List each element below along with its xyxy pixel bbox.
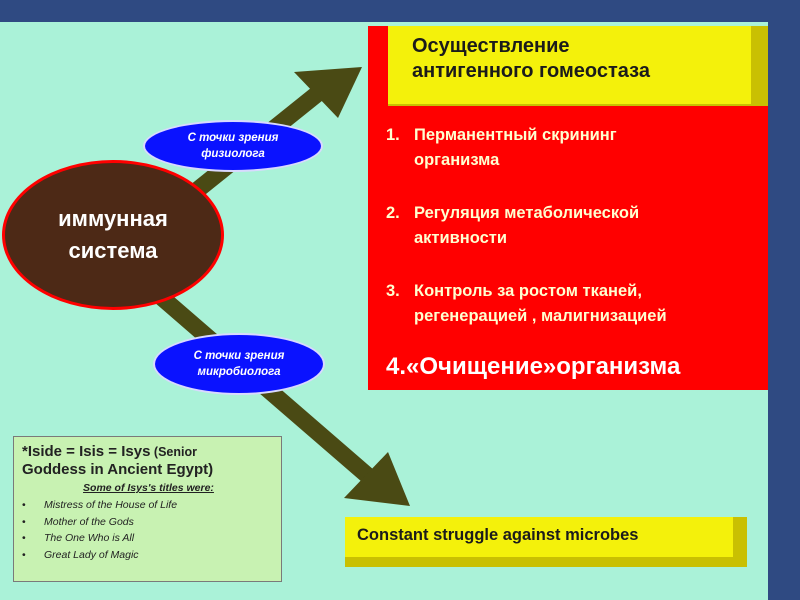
list-item-number: 3. [386, 282, 400, 300]
list-item-line: Перманентный скрининг [414, 126, 617, 144]
microbiologist-viewpoint-oval: С точки зрения микробиолога [153, 333, 325, 395]
isis-titles-list: Mistress of the House of Life Mother of … [22, 497, 275, 563]
immune-line: система [68, 238, 158, 263]
isis-note-box: *Iside = Isis = Isys (Senior Goddess in … [13, 436, 282, 582]
oval-line: микробиолога [197, 366, 281, 378]
oval-line: физиолога [201, 148, 265, 160]
list-item-number: 1. [386, 126, 400, 144]
oval-line: С точки зрения [187, 132, 279, 144]
list-item: The One Who is All [22, 530, 275, 547]
isis-subheading: Some of Isys's titles were: [83, 482, 214, 494]
list-item-line: регенерацией , малигнизацией [414, 307, 667, 325]
isis-heading-main: *Iside = Isis = Isys [22, 443, 151, 460]
isis-heading: *Iside = Isis = Isys (Senior Goddess in … [22, 443, 275, 479]
list-item-2: 2. Регуляция метаболической активности [386, 201, 639, 251]
immune-system-ellipse: иммунная система [2, 160, 224, 310]
microbes-struggle-box: Constant struggle against microbes [345, 517, 747, 567]
list-item-1: 1. Перманентный скрининг организма [386, 123, 617, 173]
list-item-line: Регуляция метаболической [414, 204, 640, 222]
list-item: Mistress of the House of Life [22, 497, 275, 514]
list-item-line: активности [414, 229, 508, 247]
list-item-3: 3. Контроль за ростом тканей, регенерацией… [386, 279, 667, 329]
title-box-face: Осуществление антигенного гомеостаза [388, 26, 751, 104]
list-item-line: Контроль за ростом тканей, [414, 282, 642, 300]
list-item-4: 4.«Очищение»организма [386, 353, 681, 380]
title-line-2: антигенного гомеостаза [412, 60, 650, 82]
microbes-struggle-text: Constant struggle against microbes [345, 517, 733, 557]
title-box: Осуществление антигенного гомеостаза [388, 26, 768, 106]
list-item: Great Lady of Magic [22, 547, 275, 564]
lower-arrow-head [344, 452, 410, 506]
title-line-1: Осуществление [412, 35, 570, 57]
list-item-line: организма [414, 151, 500, 169]
immune-line: иммунная [58, 206, 168, 231]
list-item-number: 2. [386, 204, 400, 222]
oval-line: С точки зрения [193, 350, 285, 362]
isis-heading-small: (Senior [150, 445, 197, 459]
upper-arrow-head [294, 67, 362, 118]
list-item: Mother of the Gods [22, 514, 275, 531]
isis-heading-line2: Goddess in Ancient Egypt) [22, 461, 214, 478]
physiologist-viewpoint-oval: С точки зрения физиолога [143, 120, 323, 172]
